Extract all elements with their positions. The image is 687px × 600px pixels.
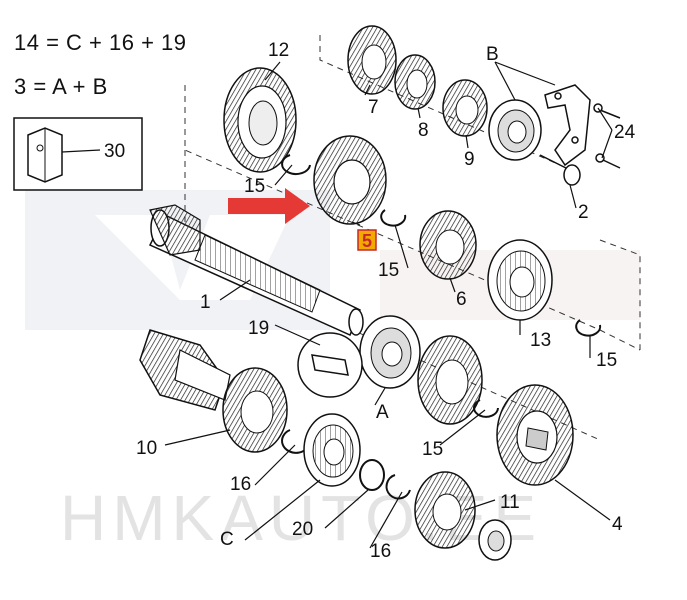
label-1: 1 <box>200 292 211 313</box>
label-2: 2 <box>578 202 589 223</box>
label-C: C <box>220 529 234 550</box>
ring-20 <box>359 459 385 491</box>
leader-lines <box>61 61 613 549</box>
label-12: 12 <box>268 40 289 61</box>
part-labels: 12 B 7 8 9 24 30 15 2 15 6 1 13 15 19 A … <box>104 40 636 562</box>
label-B: B <box>486 44 499 65</box>
snap-ring-15-top <box>281 154 311 175</box>
part-19-inset <box>297 332 363 398</box>
label-7: 7 <box>368 97 379 118</box>
gear-11 <box>414 471 476 549</box>
label-20: 20 <box>292 519 313 540</box>
legend-line-2: 3 = A + B <box>14 74 108 99</box>
part-30-inset <box>13 117 143 191</box>
small-bearing <box>478 519 512 561</box>
label-15-c: 15 <box>596 350 617 371</box>
label-6: 6 <box>456 289 467 310</box>
label-30: 30 <box>104 141 125 162</box>
gear-10 <box>222 367 288 453</box>
label-16-a: 16 <box>230 474 251 495</box>
gear-7 <box>347 25 397 95</box>
gear-mid-lower <box>417 335 483 425</box>
label-15-b: 15 <box>378 260 399 281</box>
label-24: 24 <box>614 122 636 143</box>
label-11: 11 <box>500 492 520 513</box>
highlight-arrow <box>228 188 310 224</box>
label-8: 8 <box>418 120 429 141</box>
synchro-ring-9 <box>442 79 488 137</box>
label-16-b: 16 <box>370 541 391 562</box>
gear-12 <box>223 67 297 173</box>
snap-ring-16-lower <box>385 474 411 500</box>
gear-5 <box>313 135 387 225</box>
label-A: A <box>376 402 389 423</box>
snap-ring-15-mid <box>380 209 407 227</box>
label-4: 4 <box>612 514 623 535</box>
gear-4 <box>496 384 574 486</box>
label-9: 9 <box>464 149 475 170</box>
retaining-bracket <box>544 84 591 167</box>
input-shaft <box>148 204 364 337</box>
output-shaft <box>139 329 231 411</box>
synchro-C <box>303 413 361 487</box>
legend-line-1: 14 = C + 16 + 19 <box>14 30 187 55</box>
pin-2 <box>539 154 581 186</box>
snap-ring-15-right <box>575 319 602 337</box>
synchro-ring-8 <box>394 54 436 110</box>
label-19: 19 <box>248 318 269 339</box>
gear-6 <box>419 210 477 280</box>
bearing-A <box>359 315 421 389</box>
highlight-label-5: 5 <box>357 229 377 251</box>
label-15-a: 15 <box>244 176 265 197</box>
label-13: 13 <box>530 330 551 351</box>
snap-ring-15-low <box>473 399 499 418</box>
synchro-13 <box>487 239 553 321</box>
bearing-B <box>488 99 542 161</box>
label-15-d: 15 <box>422 439 443 460</box>
highlight-label-text: 5 <box>362 231 372 251</box>
label-10: 10 <box>136 438 157 459</box>
